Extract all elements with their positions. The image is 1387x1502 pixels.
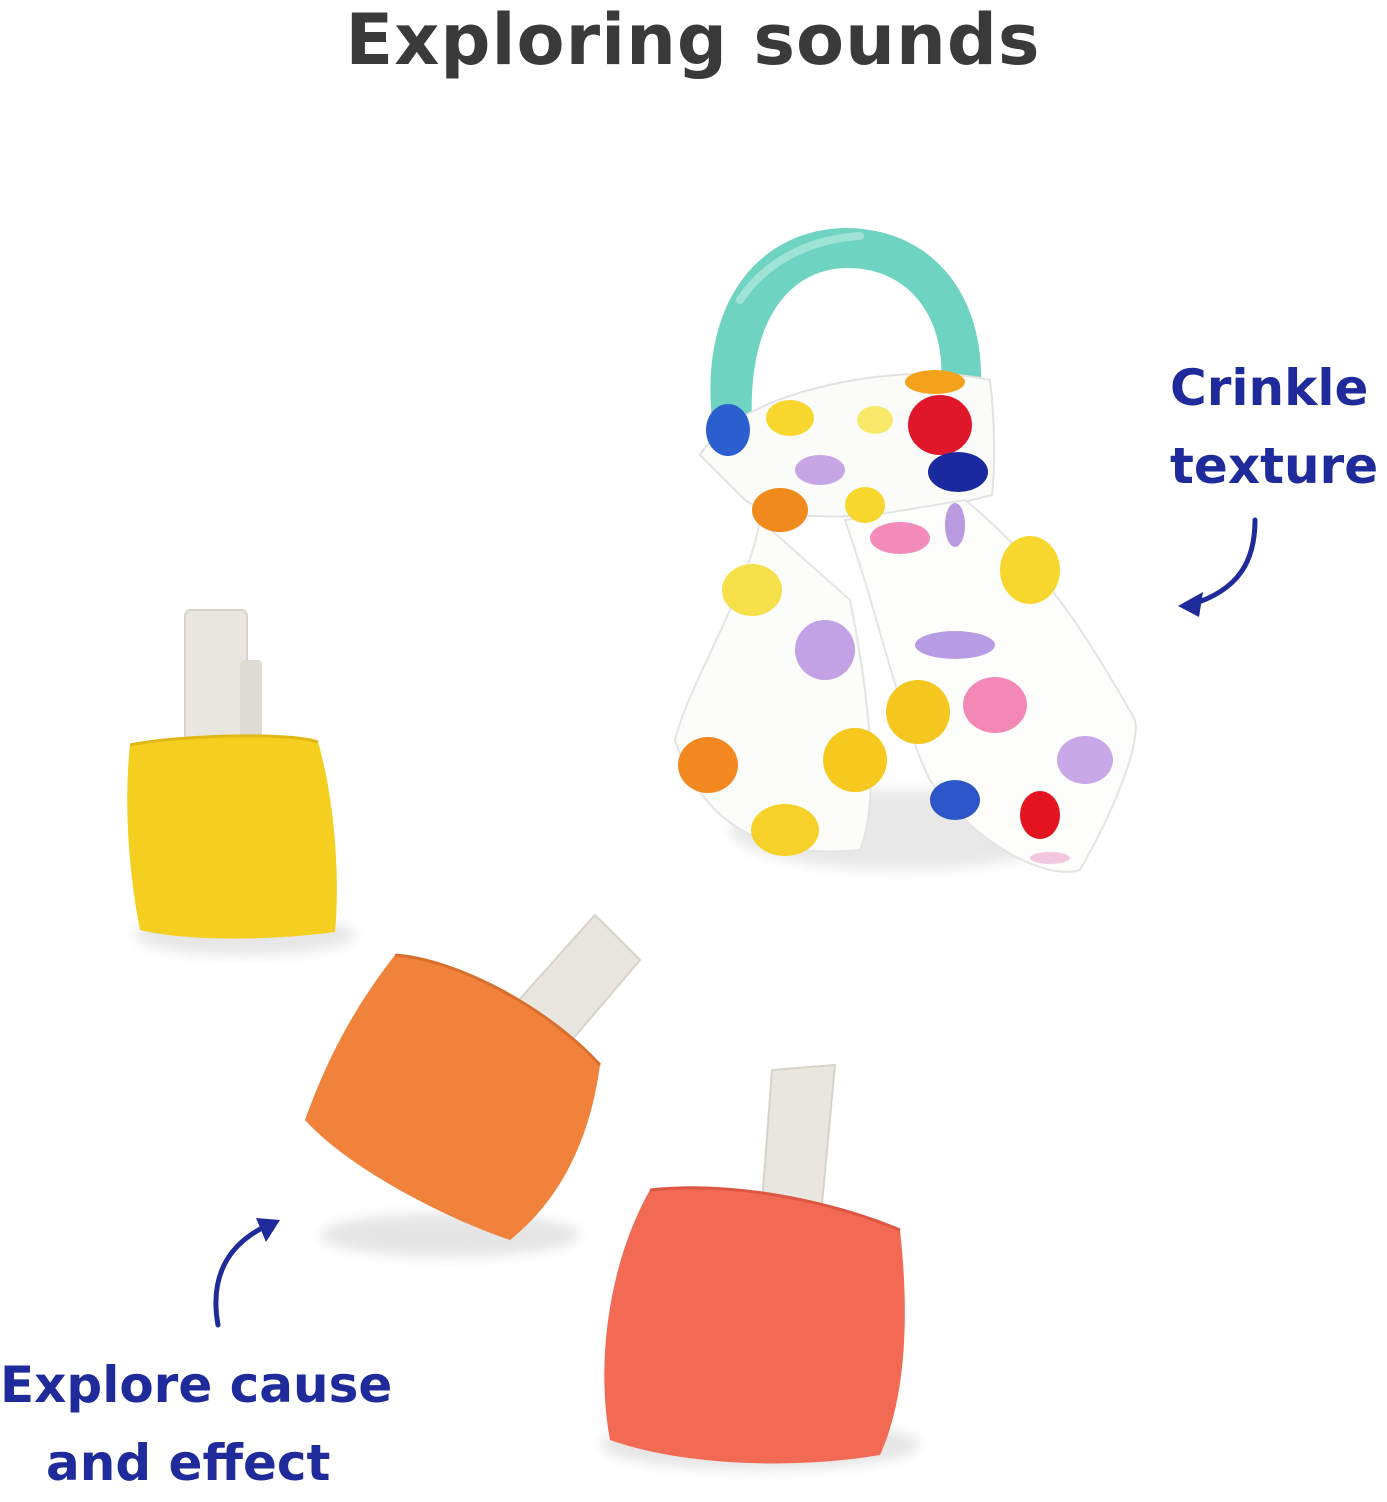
crinkle-fabric	[673, 370, 1137, 873]
curved-arrow-icon	[1178, 517, 1258, 617]
coral-crinkle-pad	[600, 1063, 920, 1470]
callout-line: texture	[1170, 437, 1379, 495]
orange-crinkle-pad	[305, 913, 642, 1257]
page-title: Exploring sounds	[345, 0, 1041, 81]
callout-line: Crinkle	[1170, 359, 1369, 417]
yellow-crinkle-pad	[127, 609, 355, 955]
crinkle-texture-callout: Crinkle texture	[1170, 349, 1378, 505]
cause-effect-callout: Explore cause and effect	[0, 1346, 392, 1502]
teether-ring	[710, 228, 982, 420]
curved-arrow-icon	[213, 1218, 280, 1328]
callout-line: Explore cause	[0, 1356, 393, 1414]
callout-line: and effect	[46, 1434, 331, 1492]
